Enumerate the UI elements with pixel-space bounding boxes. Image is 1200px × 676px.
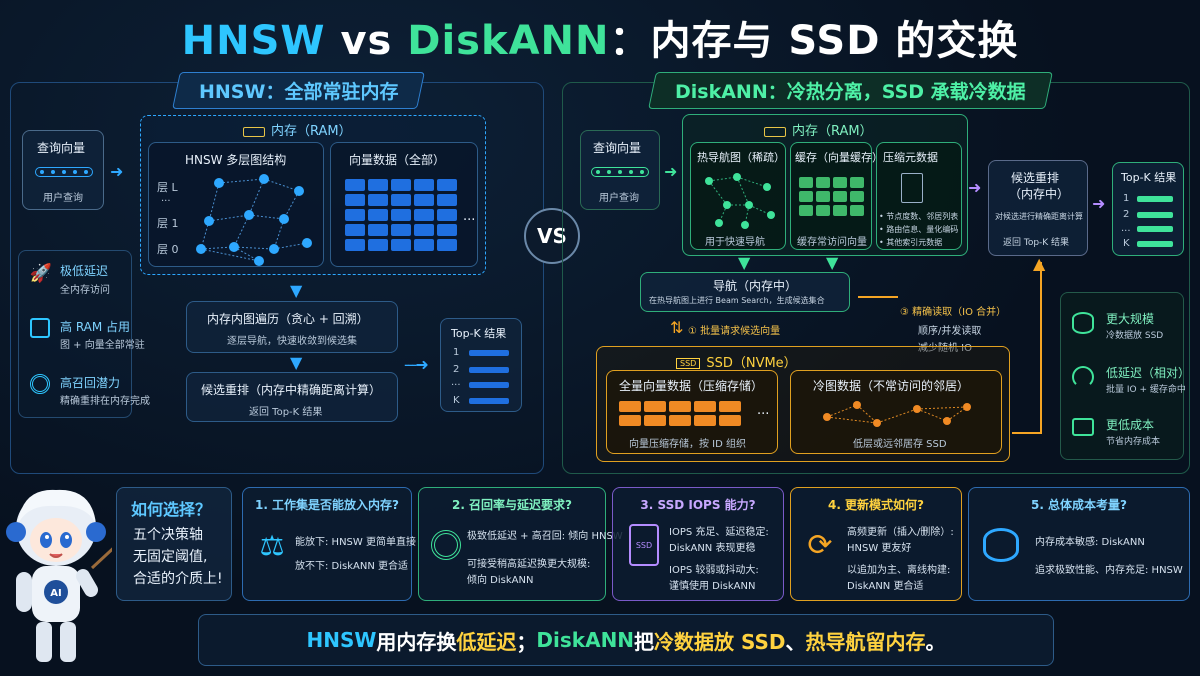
arrow-up-icon: ▲ [1033, 254, 1046, 273]
meta-box: 压缩元数据 • 节点度数、邻居列表 • 路由信息、量化编码 • 其他索引元数据 [876, 142, 962, 250]
step-1-label: ① 批量请求候选向量 [688, 326, 781, 337]
ssd-cold-box: 冷图数据（不常访问的邻居） 低层或远邻居存 SSD [790, 370, 1002, 454]
robot-badge: AI [50, 588, 61, 599]
rocket-icon: 🚀 [29, 262, 53, 284]
hnsw-panel-title: HNSW：全部常驻内存 [172, 72, 426, 109]
arrow-icon: ➜ [110, 162, 124, 181]
hnsw-traverse-box: 内存内图遍历（贪心 + 回溯） 逐层导航，快速收敛到候选集 [186, 301, 398, 353]
query-vector-icon [591, 167, 649, 177]
scale-icon: ⚖ [259, 528, 285, 562]
coins-icon [983, 528, 1019, 562]
diskann-ram-label: 内存（RAM） [764, 120, 873, 139]
target-icon [431, 530, 461, 560]
arrow-right-icon: ➜ [1092, 194, 1106, 213]
diskann-query-box: 查询向量 用户查询 [580, 130, 660, 210]
arrow-down-icon: ▼ [290, 353, 303, 372]
vs-badge: VS [524, 208, 580, 264]
list-icon [901, 173, 923, 203]
return-line [1040, 262, 1042, 434]
diskann-panel-title: DiskANN：冷热分离，SSD 承载冷数据 [648, 72, 1053, 109]
refresh-icon: ⟳ [807, 527, 833, 563]
ssd-vector-grid [619, 401, 741, 426]
io-arrow-line [858, 296, 898, 298]
arrow-icon: ➜ [664, 162, 678, 181]
arrow-right-icon: ➜ [968, 178, 982, 197]
wallet-icon [1072, 418, 1094, 436]
decision-card-2: 2. 召回率与延迟要求? 极致低延迟 + 高召回: 倾向 HNSW 可接受稍高延… [418, 487, 623, 601]
decision-card-4: 4. 更新模式如何? ⟳ 高频更新（插入/删除）: HNSW 更友好 以追加为主… [790, 487, 962, 601]
navigate-box: 导航（内存中） 在热导航图上进行 Beam Search，生成候选集合 [640, 272, 850, 312]
arrow-down-icon: ▼ [738, 253, 751, 272]
cache-grid [799, 177, 864, 216]
arrow-right-icon: ---➜ [404, 355, 429, 374]
step-3-title: ③ 精确读取（IO 合并） [900, 307, 1007, 318]
memory-icon [764, 126, 786, 137]
return-line [1012, 432, 1042, 434]
cold-graph-diagram [823, 401, 971, 427]
hnsw-graph-box: HNSW 多层图结构 层 L ... 层 1 层 0 [148, 142, 324, 267]
target-icon [30, 374, 50, 394]
cache-box: 缓存（向量缓存） 缓存常访问向量 [790, 142, 883, 250]
gauge-icon [1072, 366, 1094, 388]
hot-graph-box: 热导航图（稀疏） 用于快速导航 [690, 142, 786, 250]
arrow-down-icon: ▼ [826, 253, 839, 272]
cube-icon [30, 318, 50, 338]
memory-icon [243, 126, 265, 137]
arrow-updown-icon: ⇅ [670, 318, 684, 337]
ssd-full-box: 全量向量数据（压缩存储） ... 向量压缩存储，按 ID 组织 [606, 370, 778, 454]
page-title: HNSW vs DiskANN：内存与 SSD 的交换 [181, 18, 1019, 64]
query-vector-icon [35, 167, 93, 177]
database-icon [1072, 312, 1094, 334]
hnsw-ram-label: 内存（RAM） [243, 120, 352, 139]
ssd-icon: SSD [629, 524, 659, 566]
ssd-icon: SSD [676, 358, 701, 369]
decision-card-1: 1. 工作集是否能放入内存? ⚖ 能放下: HNSW 更简单直接 放不下: Di… [242, 487, 416, 601]
hot-graph-diagram [705, 173, 775, 229]
hnsw-query-box: 查询向量 用户查询 [22, 130, 104, 210]
arrow-down-icon: ▼ [290, 281, 303, 300]
summary-banner: HNSW 用内存换低延迟；DiskANN 把冷数据放 SSD、热导航留内存。 [198, 614, 1054, 666]
choose-box: 如何选择？ 五个决策轴 无固定阈值, 合适的介质上! [116, 487, 232, 601]
hnsw-graph-diagram [196, 174, 312, 266]
diskann-topk-box: Top-K 结果 1 2 ... K [1112, 162, 1184, 256]
hnsw-rerank-box: 候选重排（内存中精确距离计算） 返回 Top-K 结果 [186, 372, 398, 422]
hnsw-vectors-box: 向量数据（全部） ... [330, 142, 478, 267]
decision-card-3: 3. SSD IOPS 能力? SSD IOPS 充足、延迟稳定: DiskAN… [612, 487, 784, 601]
hnsw-topk-box: Top-K 结果 1 2 ... K [440, 318, 522, 412]
vector-grid [345, 179, 457, 251]
diskann-rerank-box: 候选重排 （内存中） 对候选进行精确距离计算 返回 Top-K 结果 [988, 160, 1088, 256]
decision-card-5: 5. 总体成本考量? 内存成本敏感: DiskANN 追求极致性能、内存充足: … [968, 487, 1190, 601]
robot-mascot: AI [6, 489, 112, 662]
